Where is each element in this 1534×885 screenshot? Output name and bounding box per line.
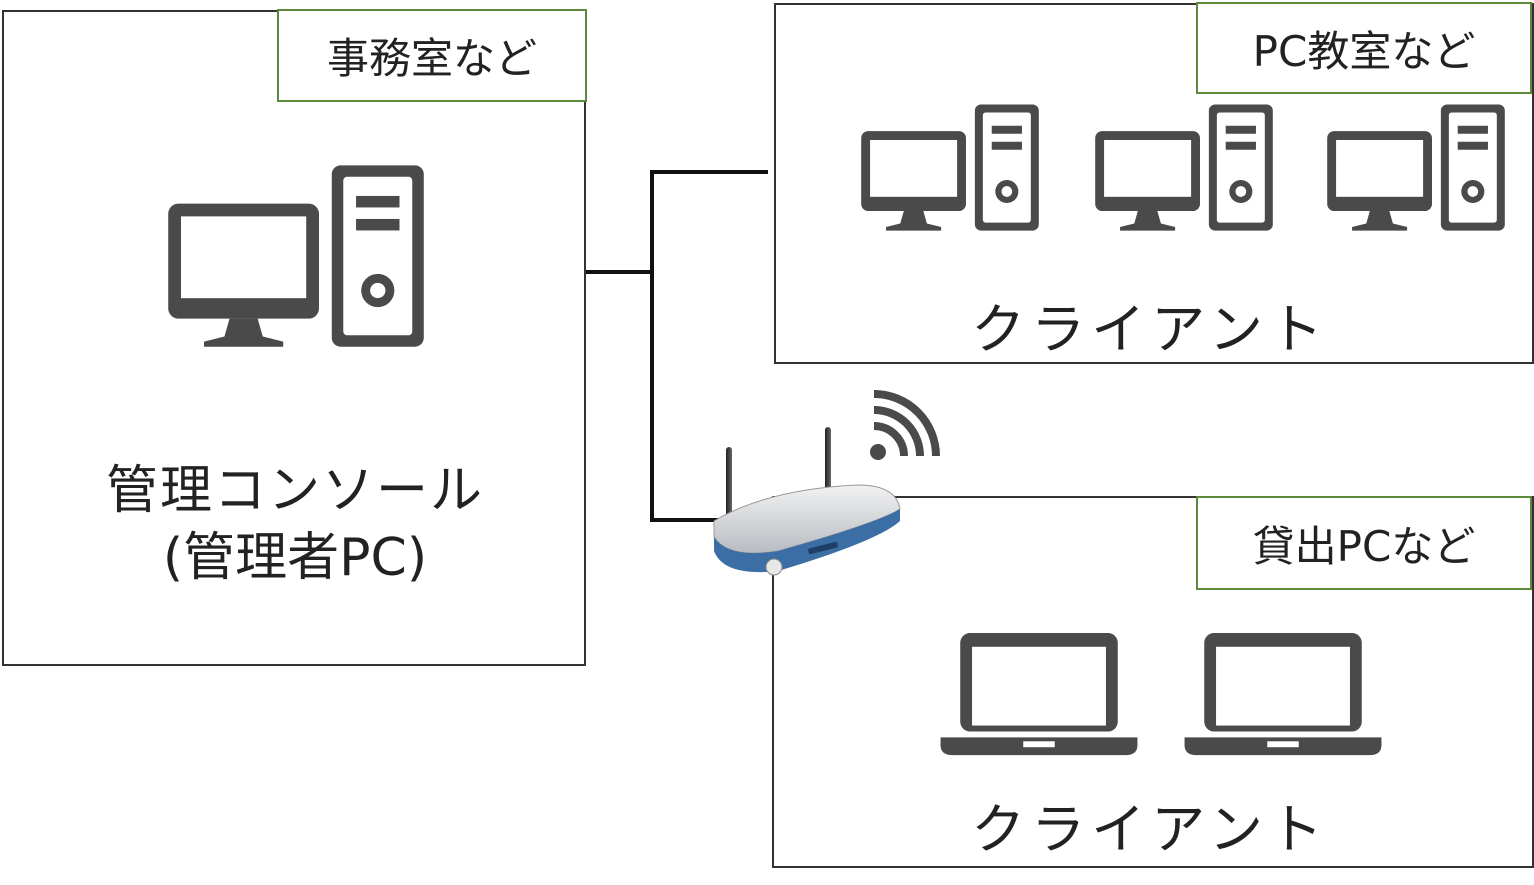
- wifi-signal-icon: [870, 390, 940, 460]
- client-desktop-icon-2: [1086, 104, 1282, 247]
- loan-client-label: クライアント: [971, 798, 1329, 861]
- client-laptop-icon-1: [940, 633, 1138, 761]
- client-desktop-icon-3: [1318, 104, 1514, 247]
- office-tag: 事務室など: [277, 9, 587, 102]
- client-desktop-icon-1: [852, 104, 1048, 247]
- admin-pc-label: (管理者PC): [162, 528, 428, 588]
- admin-console-label: 管理コンソール: [105, 461, 484, 521]
- wifi-router-icon: [713, 427, 901, 576]
- pc-room-tag: PC教室など: [1196, 2, 1532, 94]
- admin-desktop-icon: [155, 165, 437, 370]
- loan-tag: 貸出PCなど: [1196, 496, 1532, 590]
- pc-room-client-label: クライアント: [971, 298, 1329, 361]
- client-laptop-icon-2: [1184, 633, 1382, 761]
